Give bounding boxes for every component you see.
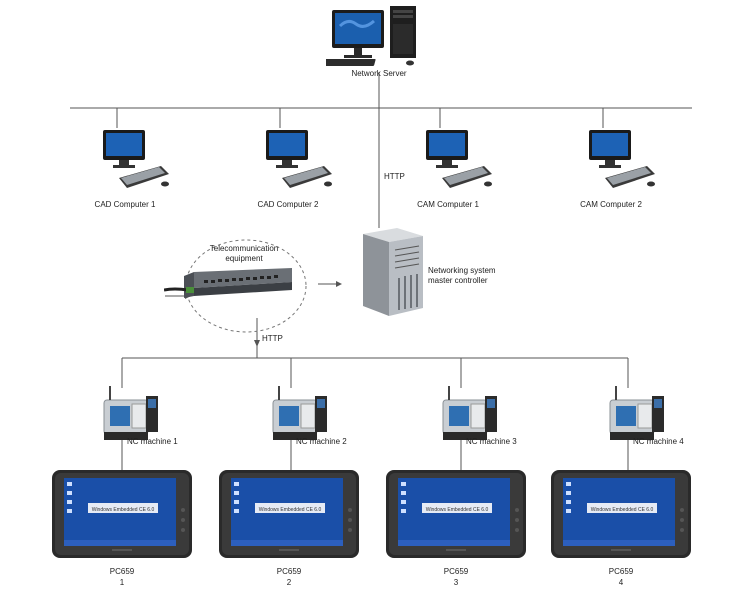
- computer-1: [95, 128, 171, 194]
- industrial-tablet-icon: Windows Embedded CE 6.0: [551, 470, 691, 558]
- desktop-computer-icon: [589, 130, 655, 188]
- tablet-screen-text: Windows Embedded CE 6.0: [426, 507, 489, 513]
- tablet-model: PC659: [443, 567, 469, 576]
- network-switch-icon: [163, 268, 292, 298]
- computer-label: CAM Computer 2: [580, 200, 642, 209]
- tablet-model: PC659: [109, 567, 135, 576]
- computer-label: CAD Computer 2: [257, 200, 319, 209]
- nc-machine-label: NC machine 4: [633, 437, 684, 446]
- tablet-3: Windows Embedded CE 6.0: [386, 470, 526, 558]
- tablet-4: Windows Embedded CE 6.0: [551, 470, 691, 558]
- telecom-label-text: Telecommunication equipment: [209, 244, 279, 263]
- tablet-screen-text: Windows Embedded CE 6.0: [259, 507, 322, 513]
- tablet-label: PC659 4: [609, 566, 633, 588]
- nc-machine-label: NC machine 2: [296, 437, 347, 446]
- tablet-label: PC659 2: [277, 566, 301, 588]
- computer-3: [418, 128, 494, 194]
- cnc-machine-icon: [272, 386, 327, 440]
- cnc-machine-icon: [442, 386, 497, 440]
- server-workstation-icon: [312, 6, 416, 66]
- controller-label-text: Networking system master controller: [428, 266, 496, 285]
- computer-4: [581, 128, 657, 194]
- computer-label: CAD Computer 1: [94, 200, 156, 209]
- computer-label: CAM Computer 1: [417, 200, 479, 209]
- industrial-tablet-icon: Windows Embedded CE 6.0: [219, 470, 359, 558]
- tablet-screen-text: Windows Embedded CE 6.0: [591, 507, 654, 513]
- desktop-computer-icon: [426, 130, 492, 188]
- tablet-number: 4: [618, 578, 624, 587]
- master-controller: [357, 226, 425, 318]
- desktop-computer-icon: [103, 130, 169, 188]
- computer-2: [258, 128, 334, 194]
- tablet-label: PC659 3: [444, 566, 468, 588]
- tablet-model: PC659: [608, 567, 634, 576]
- tablet-screen-text: Windows Embedded CE 6.0: [92, 507, 155, 513]
- desktop-computer-icon: [266, 130, 332, 188]
- telecom-equipment: [163, 266, 294, 306]
- tablet-model: PC659: [276, 567, 302, 576]
- tablet-label: PC659 1: [110, 566, 134, 588]
- telecom-label: Telecommunication equipment: [210, 244, 278, 264]
- tablet-number: 1: [119, 578, 125, 587]
- tablet-1: Windows Embedded CE 6.0: [52, 470, 192, 558]
- nc-machine-3: [439, 386, 501, 442]
- industrial-tablet-icon: Windows Embedded CE 6.0: [386, 470, 526, 558]
- nc-machine-4: [606, 386, 668, 442]
- network-server-label: Network Server: [351, 69, 407, 78]
- nc-machine-label: NC machine 3: [466, 437, 517, 446]
- industrial-tablet-icon: Windows Embedded CE 6.0: [52, 470, 192, 558]
- controller-label: Networking system master controller: [428, 266, 496, 286]
- cnc-machine-icon: [103, 386, 158, 440]
- http-mid-label: HTTP: [262, 334, 283, 343]
- http-top-label: HTTP: [384, 172, 405, 181]
- tower-server-icon: [363, 228, 423, 316]
- cnc-machine-icon: [609, 386, 664, 440]
- network-server: [312, 6, 434, 68]
- nc-machine-2: [269, 386, 331, 442]
- nc-machine-1: [100, 386, 162, 442]
- nc-machine-label: NC machine 1: [127, 437, 178, 446]
- tablet-number: 2: [286, 578, 292, 587]
- tablet-2: Windows Embedded CE 6.0: [219, 470, 359, 558]
- tablet-number: 3: [453, 578, 459, 587]
